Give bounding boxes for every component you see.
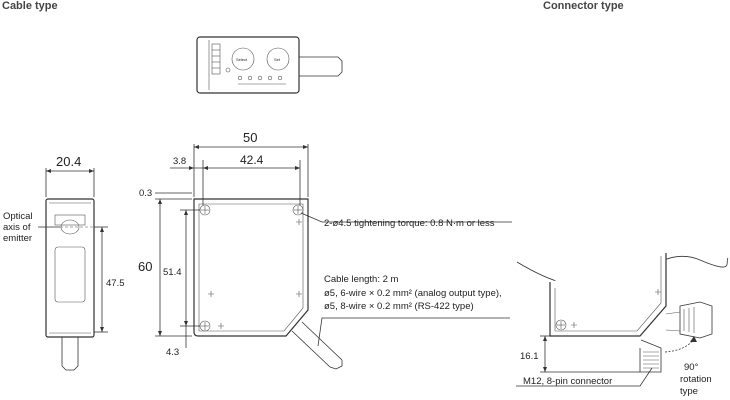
top-view-body — [196, 36, 300, 94]
dim-side-width: 20.4 — [56, 154, 81, 169]
title-connector-type: Connector type — [543, 0, 624, 12]
top-view-cable — [299, 56, 343, 77]
rotated-connector-icon — [679, 301, 713, 339]
label-cable-analog: ø5, 6-wire × 0.2 mm² (analog output type… — [324, 288, 502, 299]
svg-text:Select: Select — [236, 57, 248, 62]
dim-front-bottom-offset: 4.3 — [166, 347, 179, 358]
dim-front-height: 60 — [138, 259, 152, 274]
select-button-icon — [231, 47, 255, 71]
dim-side-height: 47.5 — [106, 278, 125, 289]
label-optical-axis-1: Optical — [3, 211, 33, 222]
label-cable-rs422: ø5, 8-wire × 0.2 mm² (RS-422 type) — [324, 301, 474, 312]
side-view: 20.4 47.5 Optical axis of emitter — [3, 154, 125, 371]
title-cable-type: Cable type — [2, 0, 58, 12]
label-mount-holes: 2-ø4.5 tightening torque: 0.8 N·m or les… — [324, 218, 495, 229]
side-view-cable — [61, 337, 79, 371]
dim-connector-height: 16.1 — [520, 351, 539, 362]
connector-body — [549, 253, 667, 337]
dim-front-top-offset: 0.3 — [139, 188, 152, 199]
mount-hole-icon — [292, 204, 304, 216]
label-cable-length: Cable length: 2 m — [324, 274, 399, 285]
mount-hole-icon — [555, 319, 567, 331]
dim-front-left-offset: 3.8 — [173, 156, 186, 167]
label-optical-axis-2: axis of — [3, 222, 31, 233]
dim-front-width: 50 — [243, 130, 257, 145]
front-view: 50 42.4 3.8 60 51.4 0.3 4.3 — [138, 130, 512, 370]
label-m12-connector: M12, 8-pin connector — [523, 376, 612, 387]
side-view-body — [45, 198, 95, 338]
label-optical-axis-3: emitter — [3, 233, 32, 244]
set-button-icon — [266, 47, 290, 71]
dim-front-inner-width: 42.4 — [240, 153, 264, 167]
top-view: Select Set — [196, 36, 343, 94]
front-view-body — [193, 198, 309, 337]
svg-text:Set: Set — [274, 57, 281, 62]
label-rotation-3: type — [680, 386, 698, 397]
label-rotation-1: 90° — [684, 362, 699, 373]
front-view-cable — [291, 330, 331, 368]
m12-connector-icon — [639, 339, 662, 373]
dim-front-inner-height: 51.4 — [163, 267, 182, 278]
connector-view: 16.1 — [516, 253, 729, 387]
label-rotation-2: rotation — [680, 374, 712, 385]
side-window — [54, 246, 86, 303]
